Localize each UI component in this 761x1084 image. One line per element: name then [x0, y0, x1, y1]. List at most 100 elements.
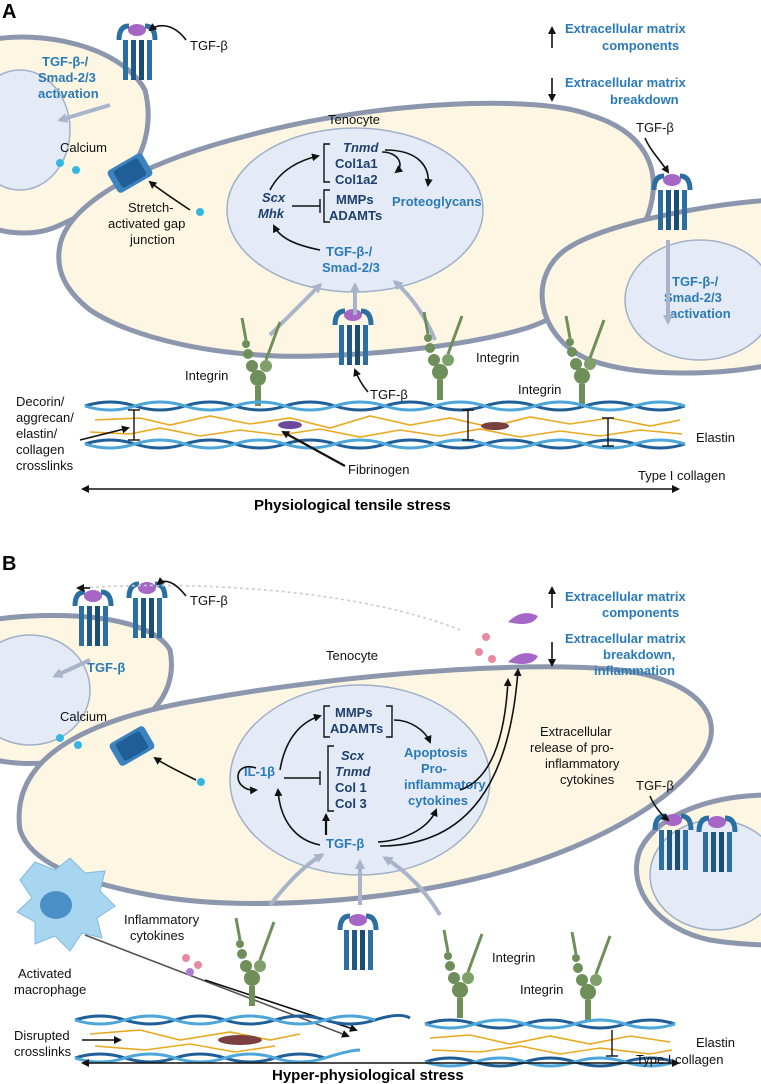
macrophage-line1: Activated [18, 966, 71, 981]
bracket-scx-b [327, 745, 334, 812]
calcium-label-a: Calcium [60, 140, 107, 155]
tgfb-arrow-left-a [148, 23, 187, 41]
decorin-line1-a: Decorin/ [16, 394, 65, 409]
tgfb-label-right-a: TGF-β [636, 120, 674, 135]
integrin-mid-label-a: Integrin [476, 350, 519, 365]
legend-up-line1-b: Extracellular matrix [565, 589, 686, 604]
right-activation-line3-a: activation [670, 306, 731, 321]
integrin-right-label-b: Integrin [520, 982, 563, 997]
release-line4-b: cytokines [560, 772, 615, 787]
bracket-mmps-right-b [386, 705, 393, 738]
legend-up-line2-a: components [602, 38, 679, 53]
cytokine-dot-b3 [488, 655, 496, 663]
collagen-label-b: Type I collagen [636, 1052, 723, 1067]
apoptosis-line4-b: cytokines [408, 793, 468, 808]
integrin-mid-b [442, 928, 484, 1020]
inflam-dot-1 [182, 954, 190, 962]
gap-junction-a [107, 153, 153, 193]
gap-junction-b [109, 726, 155, 766]
legend-down-line3-b: inflammation [594, 663, 675, 678]
calcium-ion-a3 [196, 208, 204, 216]
il1b-b: IL-1β [244, 764, 275, 779]
tnmd-b: Tnmd [335, 764, 371, 779]
calcium-ion-b1 [56, 734, 64, 742]
fibrinogen-arrow-a [281, 431, 346, 467]
mhk-a: Mhk [258, 206, 285, 221]
apoptosis-line2-b: Pro- [421, 761, 447, 776]
proteoglycan-arrow-a [384, 149, 433, 187]
gray-arrow-b1 [268, 853, 325, 907]
bracket-bottom-a [323, 189, 330, 223]
fibrinogen-label-a: Fibrinogen [348, 462, 409, 477]
calcium-ion-a1 [56, 159, 64, 167]
left-nucleus-a [0, 69, 71, 191]
bracket-mmps-b [323, 705, 330, 738]
left-tgfb-arrow-b [52, 658, 91, 678]
calcium-arrow-b [153, 756, 197, 781]
disrupted-line2: crosslinks [14, 1044, 72, 1059]
macrophage-arrow-1 [84, 934, 350, 1038]
integrin-right-b [570, 930, 612, 1022]
col3-b: Col 3 [335, 796, 367, 811]
inflammatory-line1: Inflammatory [124, 912, 200, 927]
bracket-top-a [323, 143, 330, 183]
calcium-ion-b3 [197, 778, 205, 786]
tgfb-label-right-b: TGF-β [636, 778, 674, 793]
tgfb-arrow-right-a [644, 137, 670, 174]
stress-label-a: Physiological tensile stress [254, 497, 451, 514]
proteoglycans-a: Proteoglycans [392, 194, 482, 209]
decorin-line3-a: elastin/ [16, 426, 58, 441]
tenocyte-label-b: Tenocyte [326, 648, 378, 663]
left-activation-line3-a: activation [38, 86, 99, 101]
tnmd-arrow-a [381, 151, 404, 174]
inflam-dot-2 [194, 961, 202, 969]
left-activation-arrow-a [57, 103, 111, 123]
disrupted-line1: Disrupted [14, 1028, 70, 1043]
cytokine-shape-b1 [508, 613, 538, 624]
mmps-arrow-b [393, 719, 432, 744]
col1-b: Col 1 [335, 780, 367, 795]
tgfb-bottom-arrow-a [353, 368, 369, 393]
gray-arrow-b3 [382, 856, 442, 917]
release-line3-b: inflammatory [545, 756, 620, 771]
panel-a: A Extracellular matrix components Extrac… [0, 1, 761, 514]
tgfb-to-il1b-arrow-b [274, 788, 321, 846]
calcium-label-b: Calcium [60, 709, 107, 724]
calcium-ion-b2 [74, 741, 82, 749]
apoptosis-line1-b: Apoptosis [404, 745, 468, 760]
tgfb-smad-line1-a: TGF-β-/ [326, 244, 373, 259]
right-activation-line1-a: TGF-β-/ [672, 274, 719, 289]
left-nucleus-b [0, 634, 91, 746]
apoptosis-line3-b: inflammatory [404, 777, 486, 792]
right-nucleus-a [624, 239, 761, 361]
cytokine-dot-b2 [475, 648, 483, 656]
release-line2-b: release of pro- [530, 740, 614, 755]
decorin-line5-a: crosslinks [16, 458, 74, 473]
scx-arrow-up-a [269, 153, 320, 191]
left-activation-line2-a: Smad-2/3 [38, 70, 96, 85]
tgfb-receptor-left-a [119, 24, 155, 80]
inflam-dot-3 [186, 968, 194, 976]
collagen-fibres-a [84, 400, 686, 450]
inflammatory-line2: cytokines [130, 928, 185, 943]
receptor-bottom-b [340, 914, 376, 970]
decorin-line4-a: collagen [16, 442, 64, 457]
tgfb-release-arrow-b [379, 668, 522, 847]
panel-b-letter: B [2, 553, 16, 575]
legend-up-line1-a: Extracellular matrix [565, 21, 686, 36]
il1b-up-arrow-b [279, 713, 322, 771]
tgfb-to-apoptosis-b [377, 808, 438, 843]
tgfb-arrow-left-b [156, 577, 187, 597]
tgfb-label-left-b: TGF-β [190, 593, 228, 608]
tenocyte-label-a: Tenocyte [328, 112, 380, 127]
integrin-mid-label-b: Integrin [492, 950, 535, 965]
release-line1-b: Extracellular [540, 724, 612, 739]
panel-a-letter: A [2, 1, 16, 23]
dashed-release-arc-b [77, 584, 461, 631]
left-tgfb-blue-b: TGF-β [87, 660, 125, 675]
macrophage-line2: macrophage [14, 982, 86, 997]
tgfb-nucleus-b: TGF-β [326, 836, 364, 851]
apoptosis-release-arrow-b [459, 678, 512, 791]
decorin-line2-a: aggrecan/ [16, 410, 74, 425]
